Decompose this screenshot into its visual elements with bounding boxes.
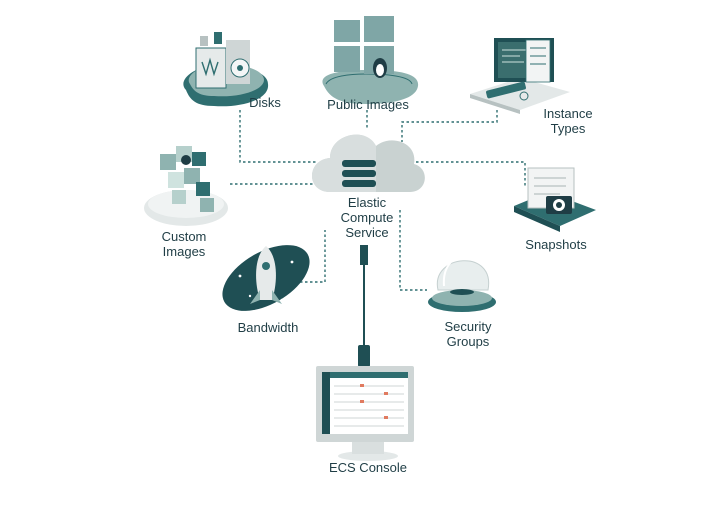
- connector-disks: [239, 110, 318, 163]
- node-label-snapshots[interactable]: Snapshots: [525, 237, 587, 252]
- cloud-icon: [312, 134, 425, 192]
- server-slot-3: [342, 180, 376, 187]
- connector-snapshots: [416, 161, 526, 186]
- public-images-icon: [322, 16, 419, 104]
- disks-icon: [183, 32, 269, 107]
- bandwidth-icon: [222, 245, 310, 311]
- connector-bandwidth: [295, 230, 326, 283]
- server-slot-2: [342, 170, 376, 177]
- server-slot-1: [342, 160, 376, 167]
- node-label-security-groups[interactable]: Security Groups: [444, 319, 492, 349]
- console-cable: [358, 245, 370, 367]
- snapshots-icon: [514, 167, 596, 232]
- node-label-bandwidth[interactable]: Bandwidth: [237, 320, 299, 335]
- security-groups-icon: [428, 254, 496, 312]
- center-label: Elastic Compute Service: [340, 195, 394, 240]
- node-label-public-images[interactable]: Public Images: [327, 97, 409, 112]
- connector-security-groups: [399, 210, 427, 291]
- connector-instance-types: [401, 110, 498, 142]
- node-label-ecs-console[interactable]: ECS Console: [328, 460, 408, 475]
- node-label-custom-images[interactable]: Custom Images: [161, 229, 207, 259]
- node-label-instance-types[interactable]: Instance Types: [543, 106, 593, 136]
- monitor-icon: [316, 366, 414, 461]
- connectors: [230, 110, 526, 291]
- instance-types-icon: [470, 38, 570, 114]
- node-label-disks[interactable]: Disks: [249, 95, 281, 110]
- custom-images-icon: [144, 146, 228, 226]
